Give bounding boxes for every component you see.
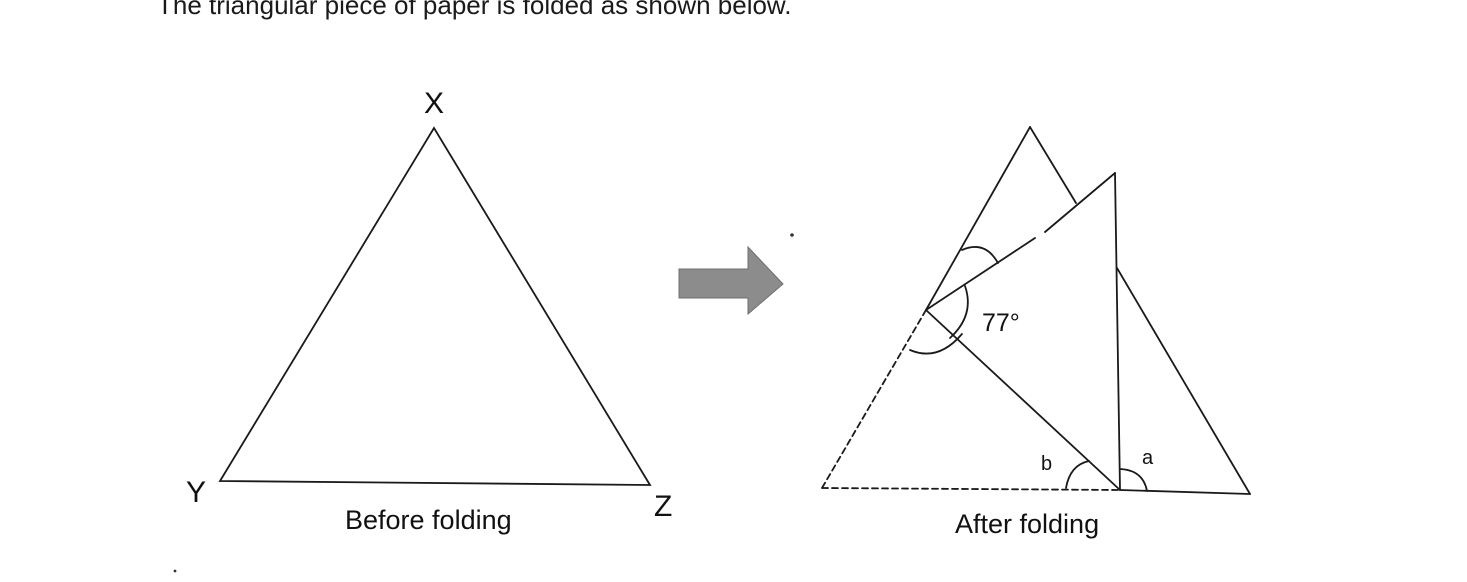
vertex-x-label: X	[424, 87, 444, 120]
fold-line	[925, 309, 1121, 491]
angle-arc-lower-left	[909, 333, 963, 355]
original-left-side-dashed	[821, 309, 927, 489]
angle-arc-77	[949, 285, 969, 339]
heading-text: The triangular piece of paper is folded …	[157, 0, 792, 20]
base-dashed-segment	[821, 487, 1121, 491]
original-left-side-upper	[925, 126, 1031, 311]
before-folding-caption: Before folding	[345, 505, 512, 535]
right-arrow-icon	[678, 245, 784, 316]
base-solid-segment	[1119, 489, 1251, 495]
triangle-xyz	[218, 126, 652, 486]
angle-a-label: a	[1142, 447, 1154, 469]
after-folding-figure	[821, 126, 1251, 495]
angle-arc-b	[1065, 460, 1090, 489]
angle-b-label: b	[1041, 453, 1052, 475]
speck-dot	[173, 569, 177, 573]
vertex-y-label: Y	[186, 476, 206, 509]
angle-77-label: 77°	[982, 309, 1020, 337]
after-folding-caption: After folding	[955, 509, 1099, 539]
flap-upper-edge-b	[1044, 172, 1116, 233]
angle-arc-top	[961, 246, 999, 264]
speck-dot	[790, 233, 794, 237]
angle-arc-a	[1119, 468, 1148, 492]
original-top-right-edge	[1029, 126, 1077, 204]
flap-upper-edge-a	[925, 237, 1036, 311]
before-folding-figure: X Y Z Before folding	[186, 87, 672, 535]
vertex-z-label: Z	[654, 490, 672, 523]
flap-vertical-edge	[1114, 172, 1121, 491]
original-right-side	[1116, 267, 1251, 495]
